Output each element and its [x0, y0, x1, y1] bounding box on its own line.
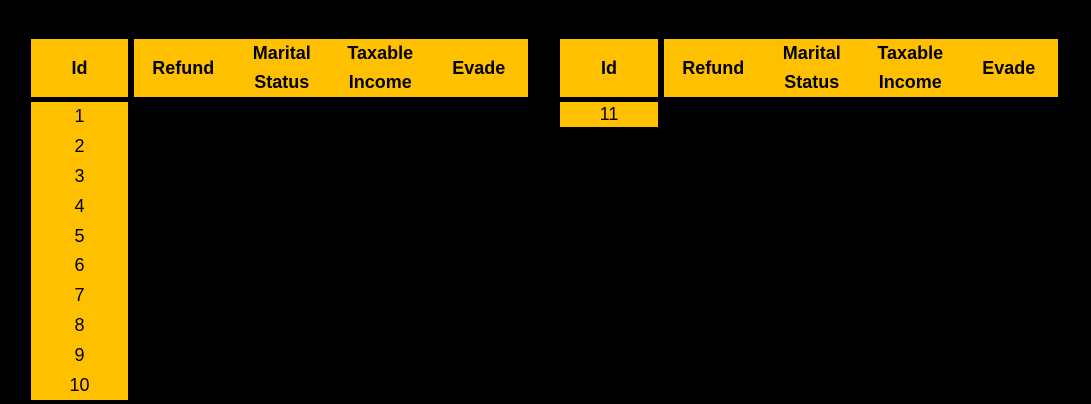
id-cell: 9: [74, 344, 85, 365]
right-table-header-row: Refund Marital Status Taxable Income Eva…: [664, 39, 1058, 97]
id-cell: 11: [599, 104, 619, 124]
left-table-header-taxable-income: Taxable Income: [347, 43, 414, 92]
id-cell: 1: [74, 106, 85, 127]
right-table-header-refund: Refund: [682, 57, 745, 78]
left-table-header-refund: Refund: [152, 57, 215, 78]
id-cell: 8: [74, 314, 85, 335]
id-cell: 4: [74, 195, 85, 216]
left-table-header-row: Refund Marital Status Taxable Income Eva…: [134, 39, 528, 97]
id-cell: 7: [74, 285, 85, 306]
id-cell: 3: [74, 165, 85, 186]
right-table-header-id: Id: [560, 39, 658, 97]
right-table-header-marital-status: Marital Status: [782, 43, 841, 92]
id-cell: 10: [69, 374, 90, 395]
right-table-header-evade: Evade: [982, 57, 1036, 78]
id-cell: 2: [74, 136, 85, 157]
right-table-header-taxable-income: Taxable Income: [877, 43, 944, 92]
right-table-id-column: 11: [560, 102, 658, 127]
left-table-header-marital-status: Marital Status: [252, 43, 311, 92]
left-table-header-evade: Evade: [452, 57, 506, 78]
left-table-id-column: 1 2 3 4 5 6 7 8 9 10: [31, 102, 128, 400]
left-table-header-id: Id: [31, 39, 128, 97]
id-cell: 5: [74, 225, 85, 246]
id-cell: 6: [74, 255, 85, 276]
